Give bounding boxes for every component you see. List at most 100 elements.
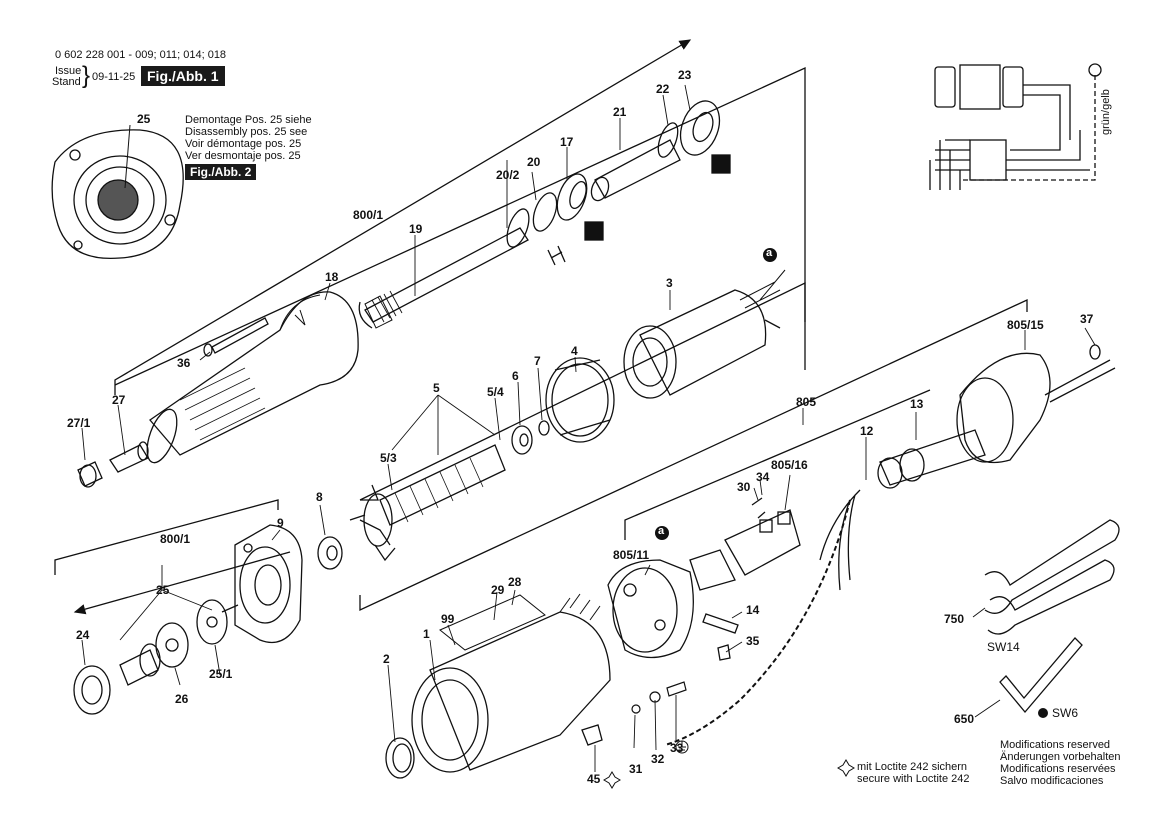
washer-20 <box>532 192 558 232</box>
callout-21: 21 <box>613 105 627 119</box>
callout-19: 19 <box>409 222 423 236</box>
sw6-dot <box>1038 708 1048 718</box>
hex-key-650 <box>999 637 1083 714</box>
screw-45 <box>581 724 603 746</box>
callout-36: 36 <box>177 356 191 370</box>
ring-2 <box>385 737 415 779</box>
marker-a-mid: a <box>658 525 665 537</box>
callout-6: 6 <box>512 369 519 383</box>
callout-5: 5 <box>433 381 440 395</box>
wrench-750 <box>984 519 1120 635</box>
callout-7: 7 <box>534 354 541 368</box>
callout-29: 29 <box>491 583 505 597</box>
washer-31 <box>631 704 641 714</box>
callout-650: 650 <box>954 712 975 726</box>
stand-label: Stand <box>52 76 81 88</box>
callout-1: 1 <box>423 627 430 641</box>
end-shield-9 <box>234 524 303 644</box>
callout-32: 32 <box>651 752 665 766</box>
brush-holder-805-11 <box>607 549 736 659</box>
label-sw14: SW14 <box>987 640 1020 654</box>
callout-31: 31 <box>629 762 643 776</box>
motor-housing-1 <box>411 593 611 773</box>
callout-4: 4 <box>571 344 578 358</box>
ring-22 <box>657 122 679 158</box>
frame-line-top <box>114 39 692 395</box>
collet-27 <box>109 441 149 473</box>
callout-22: 22 <box>656 82 670 96</box>
callout-5-4: 5/4 <box>487 385 504 399</box>
disassembly-line-1: Demontage Pos. 25 siehe <box>185 114 312 126</box>
callout-27-1: 27/1 <box>67 416 91 430</box>
modifications-fr: Modifications reservées <box>1000 763 1116 775</box>
modifications-de: Änderungen vorbehalten <box>1000 751 1121 763</box>
disassembly-line-3: Voir démontage pos. 25 <box>185 138 302 150</box>
housing-18 <box>146 291 359 464</box>
a-marker-top-circle <box>763 248 777 262</box>
callout-17: 17 <box>560 135 574 149</box>
callout-805-16: 805/16 <box>771 458 808 472</box>
callout-27: 27 <box>112 393 126 407</box>
loctite-note-de: mit Loctite 242 sichern <box>857 761 968 773</box>
ground-wire-label: grün/gelb <box>1100 89 1112 135</box>
clutch-26 <box>119 622 189 686</box>
fig2-ref: Fig./Abb. 2 <box>185 164 257 180</box>
bearing-8 <box>317 536 343 570</box>
wiring-schematic <box>929 63 1102 190</box>
ring-4 <box>545 357 615 443</box>
callout-35: 35 <box>746 634 760 648</box>
bearing-17 <box>556 173 604 241</box>
field-3 <box>623 269 786 399</box>
callout-45: 45 <box>587 772 601 786</box>
circlip-7 <box>538 420 550 436</box>
callout-24: 24 <box>76 628 90 642</box>
callout-20: 20 <box>527 155 541 169</box>
callout-2: 2 <box>383 652 390 666</box>
ring-20-2 <box>506 208 530 248</box>
flange-25-1 <box>196 599 239 645</box>
callout-805-15: 805/15 <box>1007 318 1044 332</box>
callout-25-inset: 25 <box>137 112 151 126</box>
issue-date: 09-11-25 <box>92 71 136 83</box>
header-brace: } <box>82 62 91 89</box>
shaft-19 <box>358 227 529 329</box>
callout-805: 805 <box>796 395 817 409</box>
clip-14 <box>702 613 739 634</box>
frame-line-arrow-left <box>73 551 291 615</box>
callout-26: 26 <box>175 692 189 706</box>
frame-line-lower <box>54 499 279 575</box>
washer-32 <box>649 691 661 703</box>
frame-line-shaft <box>114 66 806 386</box>
callout-800-1-mid: 800/1 <box>160 532 191 546</box>
callout-800-1-top: 800/1 <box>353 208 384 222</box>
bearing-23 <box>679 100 731 174</box>
callout-99: 99 <box>441 612 455 626</box>
callout-33: 33 <box>670 741 684 755</box>
label-sw6: SW6 <box>1052 706 1079 720</box>
inset-housing <box>51 124 184 260</box>
loctite-star-icon <box>837 759 855 777</box>
callout-30: 30 <box>737 480 751 494</box>
callout-8: 8 <box>316 490 323 504</box>
frame-line-805 <box>624 389 931 540</box>
callout-34: 34 <box>756 470 770 484</box>
callout-14: 14 <box>746 603 760 617</box>
key-20 <box>547 245 566 266</box>
screw-33 <box>666 681 687 697</box>
terminal-805-16 <box>724 497 801 576</box>
callout-37: 37 <box>1080 312 1094 326</box>
issue-label: Issue <box>55 65 82 77</box>
cable-12 <box>664 489 861 746</box>
modifications-es: Salvo modificaciones <box>1000 775 1104 787</box>
callout-20-2: 20/2 <box>496 168 520 182</box>
frame-line-motor <box>359 281 806 501</box>
a-marker-mid-circle <box>655 526 669 540</box>
callout-13: 13 <box>910 397 924 411</box>
callout-28: 28 <box>508 575 522 589</box>
disassembly-line-4: Ver desmontaje pos. 25 <box>185 150 301 162</box>
armature-5 <box>349 444 506 562</box>
screw-35 <box>717 644 731 661</box>
modifications-en: Modifications reserved <box>1000 739 1111 751</box>
callout-23: 23 <box>678 68 692 82</box>
